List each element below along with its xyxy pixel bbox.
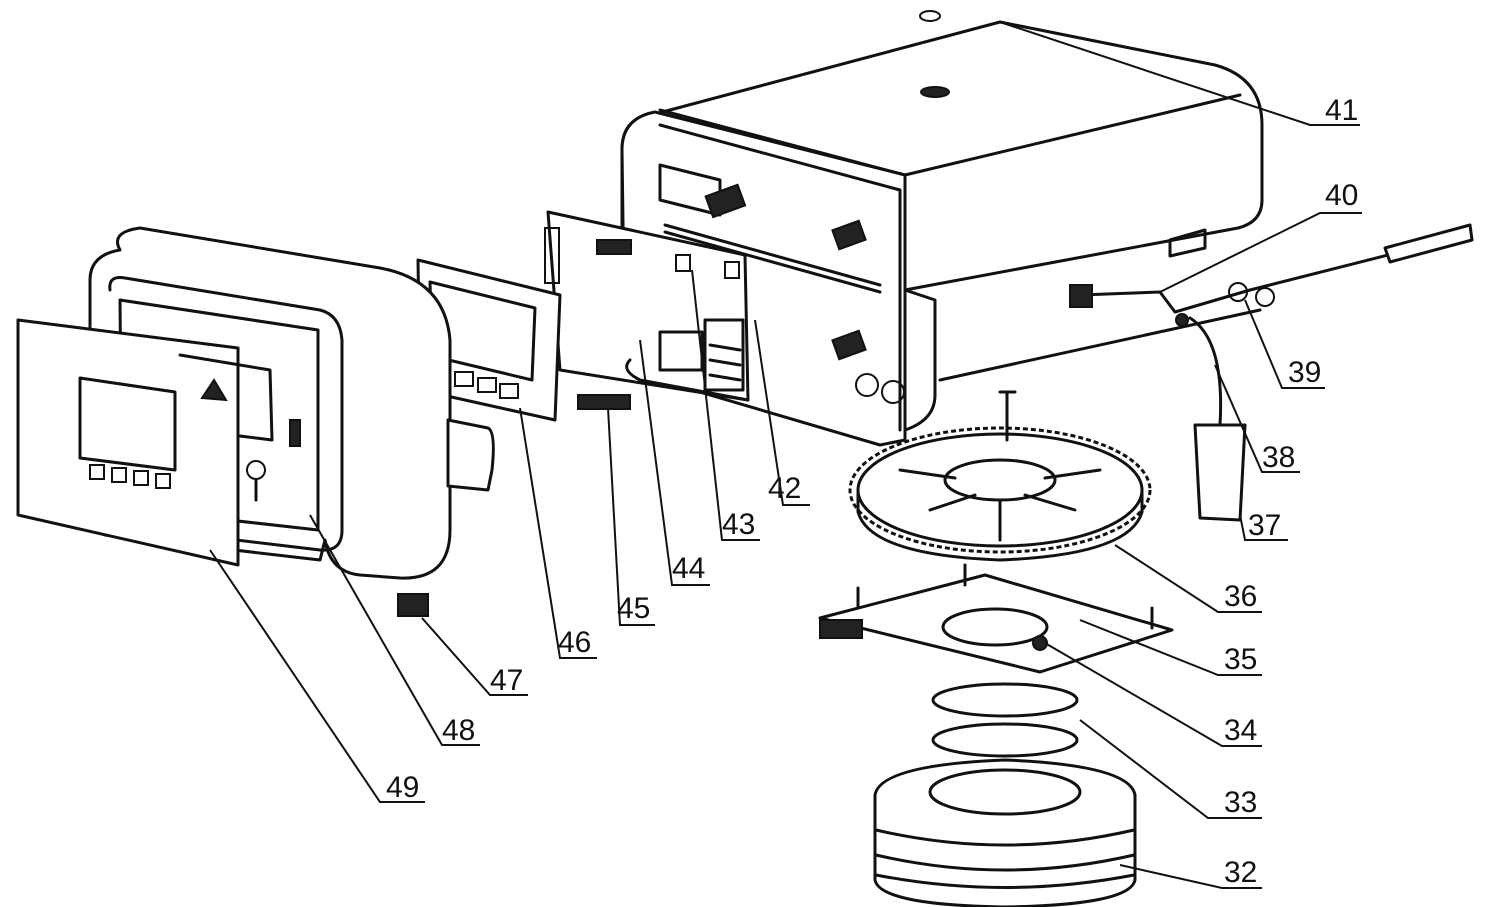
callout-38: 38	[1262, 441, 1295, 474]
callout-labels: 41 40 39 38 37 36 35 34 33 32 42 43 44 4…	[386, 94, 1358, 889]
leader-lines	[209, 21, 1362, 889]
callout-32: 32	[1224, 856, 1257, 889]
callout-43: 43	[722, 508, 755, 541]
callout-37: 37	[1248, 509, 1281, 542]
circuit-board-part	[544, 210, 750, 402]
callout-44: 44	[672, 552, 705, 585]
connector-part	[577, 394, 631, 410]
callout-35: 35	[1224, 643, 1257, 676]
callout-33: 33	[1224, 786, 1257, 819]
callout-45: 45	[617, 592, 650, 625]
callout-49: 49	[386, 771, 419, 804]
callout-46: 46	[558, 626, 591, 659]
mounting-plate-part	[818, 563, 1174, 674]
gear-wheel-part	[848, 426, 1152, 562]
o-ring-lower-part	[931, 722, 1079, 758]
callout-34: 34	[1224, 714, 1257, 747]
threaded-base-part	[873, 758, 1137, 907]
front-panel-part	[16, 318, 274, 567]
callout-41: 41	[1325, 94, 1358, 127]
callout-42: 42	[768, 472, 801, 505]
small-connector-part	[397, 593, 429, 617]
callout-39: 39	[1288, 356, 1321, 389]
o-ring-upper-part	[931, 682, 1079, 718]
gear-screw-part	[998, 390, 1017, 442]
callout-36: 36	[1224, 580, 1257, 613]
callout-48: 48	[442, 714, 475, 747]
callout-47: 47	[490, 664, 523, 697]
callout-40: 40	[1325, 179, 1358, 212]
